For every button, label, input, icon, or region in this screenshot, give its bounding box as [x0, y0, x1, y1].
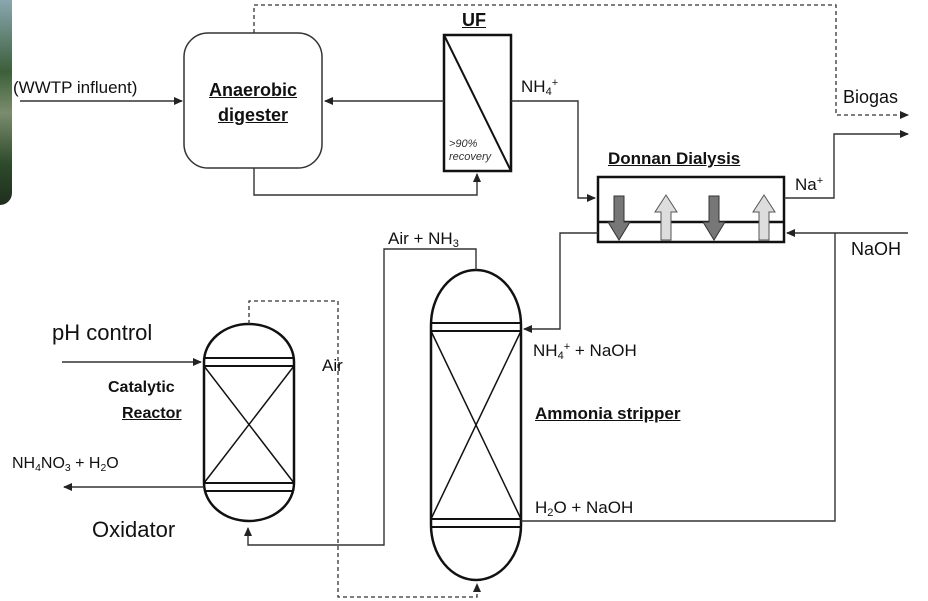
uf-label: UF: [462, 11, 486, 29]
donnan-to-stripper-line: [524, 233, 598, 329]
catalytic-reactor-label-1: Catalytic: [108, 380, 175, 396]
ammonia-stripper-vessel: [431, 270, 521, 580]
air-label: Air: [322, 357, 343, 374]
uf-recovery-label-1: >90%: [449, 139, 477, 150]
wwtp-influent-label: (WWTP influent): [13, 79, 137, 96]
nh4no3-h2o-label: NH4NO3 + H2O: [12, 456, 119, 474]
air-nh3-label: Air + NH3: [388, 230, 459, 250]
catalytic-reactor-vessel: [204, 324, 294, 521]
nh4-naoh-label: NH4+ + NaOH: [533, 342, 637, 362]
nh4-plus-label: NH4+: [521, 78, 558, 98]
catalytic-reactor-label-2: Reactor: [122, 406, 182, 422]
uf-recovery-label-2: recovery: [449, 152, 491, 163]
oxidator-label: Oxidator: [92, 519, 175, 541]
donnan-dialysis-label: Donnan Dialysis: [608, 150, 740, 167]
ph-control-label: pH control: [52, 322, 152, 344]
na-plus-label: Na+: [795, 176, 823, 193]
uf-permeate-line: [511, 101, 595, 198]
anaerobic-digester-box: [184, 33, 322, 168]
h2o-naoh-label: H2O + NaOH: [535, 499, 633, 519]
biogas-label: Biogas: [843, 88, 898, 106]
naoh-label: NaOH: [851, 240, 901, 258]
stripper-bottoms-line: [521, 233, 835, 521]
biogas-dashed-line: [254, 5, 908, 115]
anaerobic-digester-label-1: Anaerobic: [194, 81, 312, 99]
ammonia-stripper-label: Ammonia stripper: [535, 405, 680, 422]
anaerobic-digester-label-2: digester: [194, 106, 312, 124]
